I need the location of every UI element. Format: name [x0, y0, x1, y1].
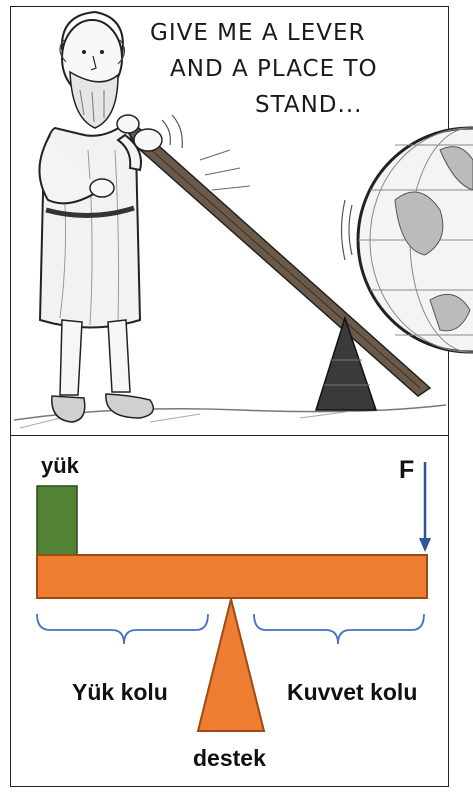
motion-lines — [342, 200, 353, 260]
load-arm-label: Yük kolu — [72, 679, 168, 705]
lever-beam — [37, 555, 427, 598]
globe-icon — [358, 128, 473, 352]
force-label: F — [399, 456, 414, 484]
load-box — [37, 486, 77, 555]
load-arm-brace — [37, 614, 208, 644]
motion-lines-hands — [162, 115, 182, 148]
force-arrow — [419, 462, 431, 552]
effort-arm-brace — [254, 614, 424, 644]
caption-line-1: GIVE ME A LEVER — [150, 20, 366, 46]
caption-line-3: STAND... — [255, 92, 362, 118]
effort-arm-label: Kuvvet kolu — [287, 679, 417, 705]
load-label: yük — [41, 453, 80, 478]
cartoon-illustration: GIVE ME A LEVER AND A PLACE TO STAND... — [14, 12, 473, 428]
lever-diagram: yük F Yük kolu Kuvvet kolu destek — [37, 453, 431, 771]
caption-line-2: AND A PLACE TO — [170, 56, 378, 82]
fulcrum-label: destek — [193, 745, 266, 771]
speed-lines — [200, 150, 250, 190]
archimedes-figure — [39, 12, 162, 422]
